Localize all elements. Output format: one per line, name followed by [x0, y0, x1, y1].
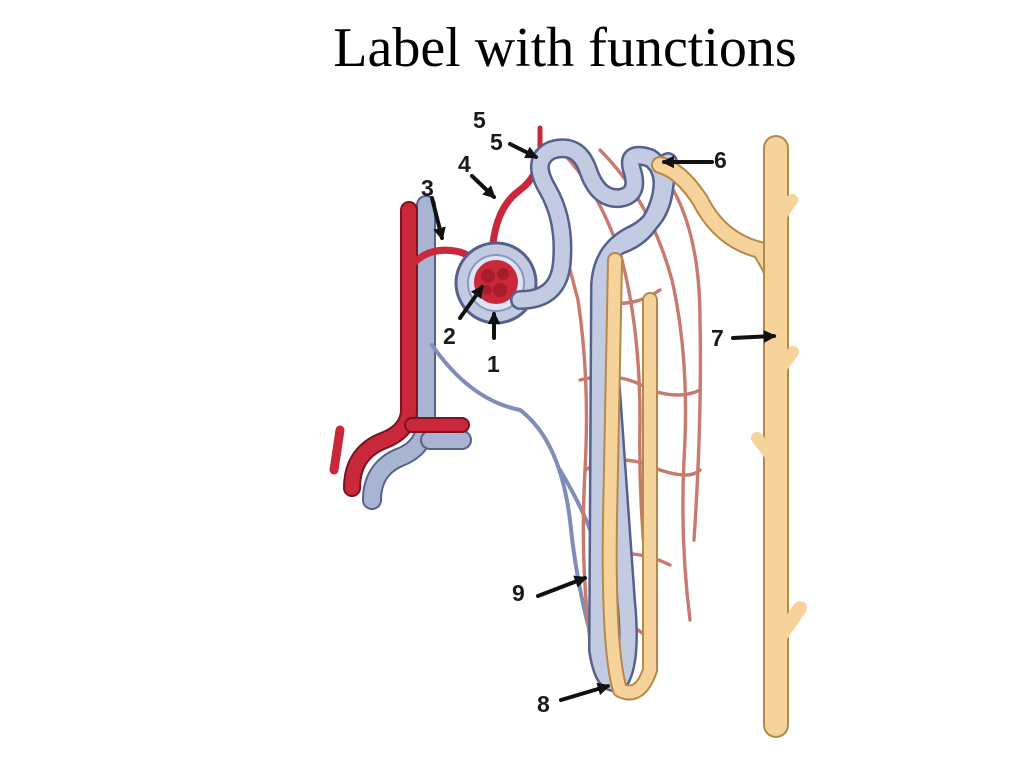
label-3: 3: [421, 175, 434, 201]
label-5: 5: [490, 129, 503, 155]
label-2: 2: [443, 323, 456, 349]
slide-title: Label with functions: [333, 17, 797, 79]
venous-capillary: [430, 343, 602, 667]
label-5-top-cropped: 5: [473, 107, 486, 133]
glomerulus: [454, 241, 538, 325]
collecting-duct: [751, 135, 807, 738]
label-6: 6: [714, 147, 727, 173]
label-7: 7: [711, 325, 724, 351]
label-8: 8: [537, 691, 550, 717]
label-arrows: [430, 142, 777, 702]
label-1: 1: [487, 351, 500, 377]
label-9: 9: [512, 580, 525, 606]
label-4: 4: [458, 151, 471, 177]
